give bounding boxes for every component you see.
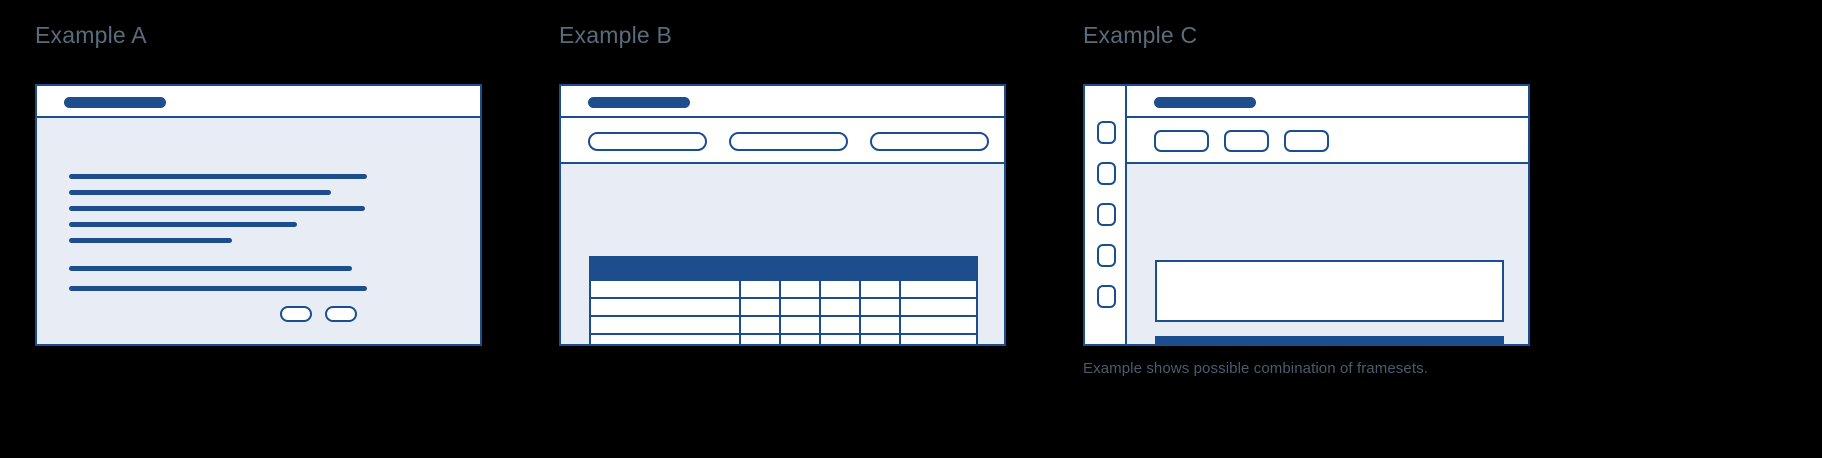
toolbar-button-1[interactable] [588, 132, 707, 151]
text-line [69, 190, 331, 195]
table-column-divider [779, 279, 781, 344]
detail-panel [1155, 260, 1504, 322]
form-button-primary[interactable] [280, 306, 312, 322]
toolbar-button-2[interactable] [729, 132, 848, 151]
table-column-divider [859, 279, 861, 344]
text-line [69, 174, 367, 179]
table-header-row [591, 258, 976, 279]
table-row-divider [591, 333, 976, 335]
window-title-placeholder [1154, 97, 1256, 108]
toolbar-button-1[interactable] [1154, 130, 1209, 152]
window-example-a [35, 84, 482, 346]
table-column-divider [819, 279, 821, 344]
panel-title-b: Example B [559, 22, 673, 48]
sidebar-item-icon-4[interactable] [1097, 244, 1116, 267]
text-line [69, 206, 365, 211]
window-title-placeholder [588, 97, 690, 108]
toolbar-button-3[interactable] [1284, 130, 1329, 152]
navigation-sidebar [1085, 86, 1127, 344]
window-toolbar [561, 118, 1004, 164]
window-content-area [1127, 164, 1528, 344]
window-example-c [1083, 84, 1530, 346]
sidebar-item-icon-1[interactable] [1097, 121, 1116, 144]
window-titlebar [1127, 86, 1528, 118]
sidebar-item-icon-3[interactable] [1097, 203, 1116, 226]
sidebar-item-icon-5[interactable] [1097, 285, 1116, 308]
text-line [69, 266, 352, 271]
window-titlebar [561, 86, 1004, 118]
panel-title-a: Example A [35, 22, 147, 48]
toolbar-button-3[interactable] [870, 132, 989, 151]
table-row-divider [591, 279, 976, 281]
window-content-area [37, 118, 480, 344]
window-example-b [559, 84, 1006, 346]
table-row-divider [591, 297, 976, 299]
table-row-divider [591, 315, 976, 317]
table-header-row [1157, 338, 1502, 344]
data-table[interactable] [1155, 336, 1504, 344]
window-titlebar [37, 86, 480, 118]
sidebar-item-icon-2[interactable] [1097, 162, 1116, 185]
toolbar-button-2[interactable] [1224, 130, 1269, 152]
window-title-placeholder [64, 97, 166, 108]
window-toolbar [1127, 118, 1528, 164]
text-line [69, 286, 367, 291]
table-column-divider [899, 279, 901, 344]
panel-title-c: Example C [1083, 22, 1198, 48]
form-button-secondary[interactable] [325, 306, 357, 322]
figure-caption: Example shows possible combination of fr… [1083, 360, 1428, 377]
window-content-area [561, 164, 1004, 344]
data-table[interactable] [589, 256, 978, 344]
table-column-divider [739, 279, 741, 344]
text-line [69, 222, 297, 227]
text-line [69, 238, 232, 243]
